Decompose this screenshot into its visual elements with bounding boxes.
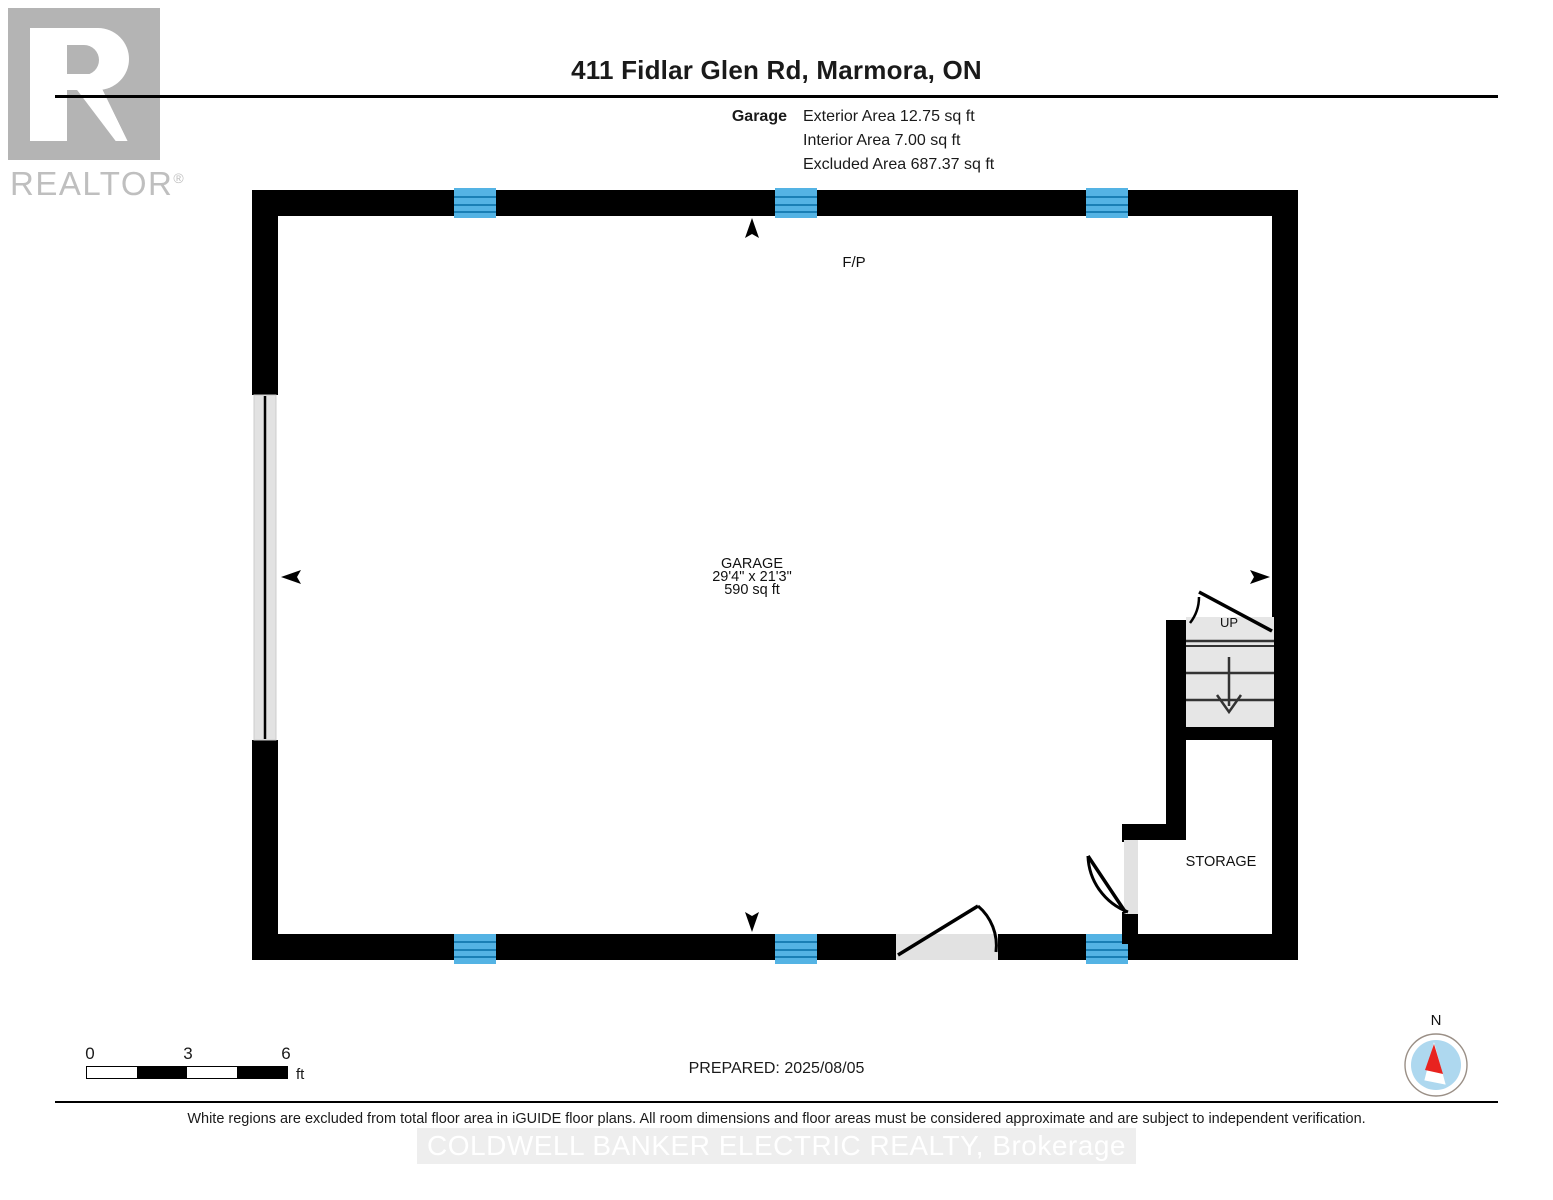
scale-segment bbox=[137, 1067, 187, 1078]
logo-shape-stem bbox=[30, 28, 67, 141]
scale-bar-graphic bbox=[86, 1066, 288, 1079]
window-bottom-right bbox=[1086, 934, 1128, 964]
scale-segment bbox=[87, 1067, 137, 1078]
wall-left-upper bbox=[252, 190, 278, 395]
page-title: 411 Fidlar Glen Rd, Marmora, ON bbox=[571, 55, 982, 85]
wall-stair-bottom bbox=[1166, 726, 1278, 740]
compass-needle-north bbox=[1425, 1044, 1443, 1074]
entry-door-leaf bbox=[897, 904, 979, 957]
title-divider bbox=[55, 95, 1498, 98]
area-exterior-value: Exterior Area 12.75 sq ft bbox=[803, 108, 975, 125]
window-bottom-center bbox=[775, 934, 817, 964]
compass-rose: N bbox=[1398, 1012, 1474, 1100]
wall-stair-left bbox=[1166, 620, 1186, 740]
area-interior-value: Interior Area 7.00 sq ft bbox=[803, 132, 961, 149]
storage-room-name: STORAGE bbox=[1186, 854, 1257, 870]
realtor-r-icon bbox=[8, 8, 160, 160]
disclaimer-text: White regions are excluded from total fl… bbox=[187, 1111, 1366, 1127]
footer-divider bbox=[55, 1101, 1498, 1103]
realtor-wordmark-text: REALTOR bbox=[10, 165, 174, 202]
wall-right bbox=[1272, 190, 1298, 960]
garage-floor-area bbox=[268, 205, 1278, 945]
brokerage-watermark-text: COLDWELL BANKER ELECTRIC REALTY, Brokera… bbox=[417, 1128, 1136, 1164]
logo-shape-bowl-hole bbox=[67, 45, 99, 75]
brokerage-watermark: COLDWELL BANKER ELECTRIC REALTY, Brokera… bbox=[0, 1128, 1553, 1164]
scale-tick-3: 3 bbox=[183, 1044, 193, 1063]
photo-marker-right-icon bbox=[1250, 570, 1270, 584]
photo-marker-top-icon bbox=[745, 218, 759, 238]
stairs-door-swing-arc bbox=[1188, 596, 1201, 624]
area-row: Garage Exterior Area 12.75 sq ft bbox=[715, 108, 1315, 126]
garage-room-area: 590 sq ft bbox=[724, 582, 780, 598]
garage-room-name: GARAGE bbox=[721, 556, 783, 572]
scale-segment bbox=[187, 1067, 237, 1078]
wall-storage-jamb-bottom bbox=[1122, 912, 1138, 944]
storage-door-leaf bbox=[1086, 855, 1128, 914]
entry-door-swing-arc bbox=[977, 904, 998, 953]
window-bottom-left bbox=[454, 934, 496, 964]
area-row: Excluded Area 687.37 sq ft bbox=[715, 156, 1315, 174]
wall-storage-left-upper bbox=[1166, 740, 1186, 838]
storage-door-opening bbox=[1124, 840, 1138, 914]
registered-mark-icon: ® bbox=[173, 170, 186, 186]
photo-marker-bottom-icon bbox=[745, 912, 759, 932]
area-excluded-value: Excluded Area 687.37 sq ft bbox=[803, 156, 995, 173]
wall-storage-jamb-top bbox=[1122, 824, 1138, 842]
stairs-door-leaf bbox=[1198, 590, 1273, 633]
compass-north-label: N bbox=[1430, 1012, 1442, 1029]
area-section-label: Garage bbox=[731, 108, 787, 125]
realtor-logo: REALTOR® bbox=[8, 8, 184, 203]
area-summary: Garage Exterior Area 12.75 sq ft Interio… bbox=[715, 108, 1315, 180]
compass-icon bbox=[1404, 1033, 1468, 1097]
wall-left-lower bbox=[252, 740, 278, 960]
stairs-down-arrow-icon bbox=[1215, 657, 1243, 715]
garage-room-dimensions: 29'4" x 21'3" bbox=[712, 569, 792, 585]
stairs-up-label: UP bbox=[1220, 615, 1238, 630]
storage-door-swing-arc bbox=[1086, 855, 1129, 914]
window-top-center bbox=[775, 188, 817, 218]
scale-segment bbox=[237, 1067, 287, 1078]
fireplace-label: F/P bbox=[842, 254, 865, 271]
scale-bar-ticks: 0 3 6 bbox=[85, 1044, 296, 1064]
prepared-date: PREPARED: 2025/08/05 bbox=[688, 1060, 865, 1077]
scale-tick-0: 0 bbox=[85, 1044, 95, 1063]
photo-marker-left-icon bbox=[281, 570, 301, 584]
area-row: Interior Area 7.00 sq ft bbox=[715, 132, 1315, 150]
realtor-wordmark: REALTOR® bbox=[10, 165, 185, 203]
scale-bar: 0 3 6 ft bbox=[85, 1044, 304, 1090]
scale-tick-6: 6 bbox=[281, 1044, 291, 1063]
window-top-left bbox=[454, 188, 496, 218]
window-top-right bbox=[1086, 188, 1128, 218]
scale-unit-label: ft bbox=[296, 1066, 305, 1083]
